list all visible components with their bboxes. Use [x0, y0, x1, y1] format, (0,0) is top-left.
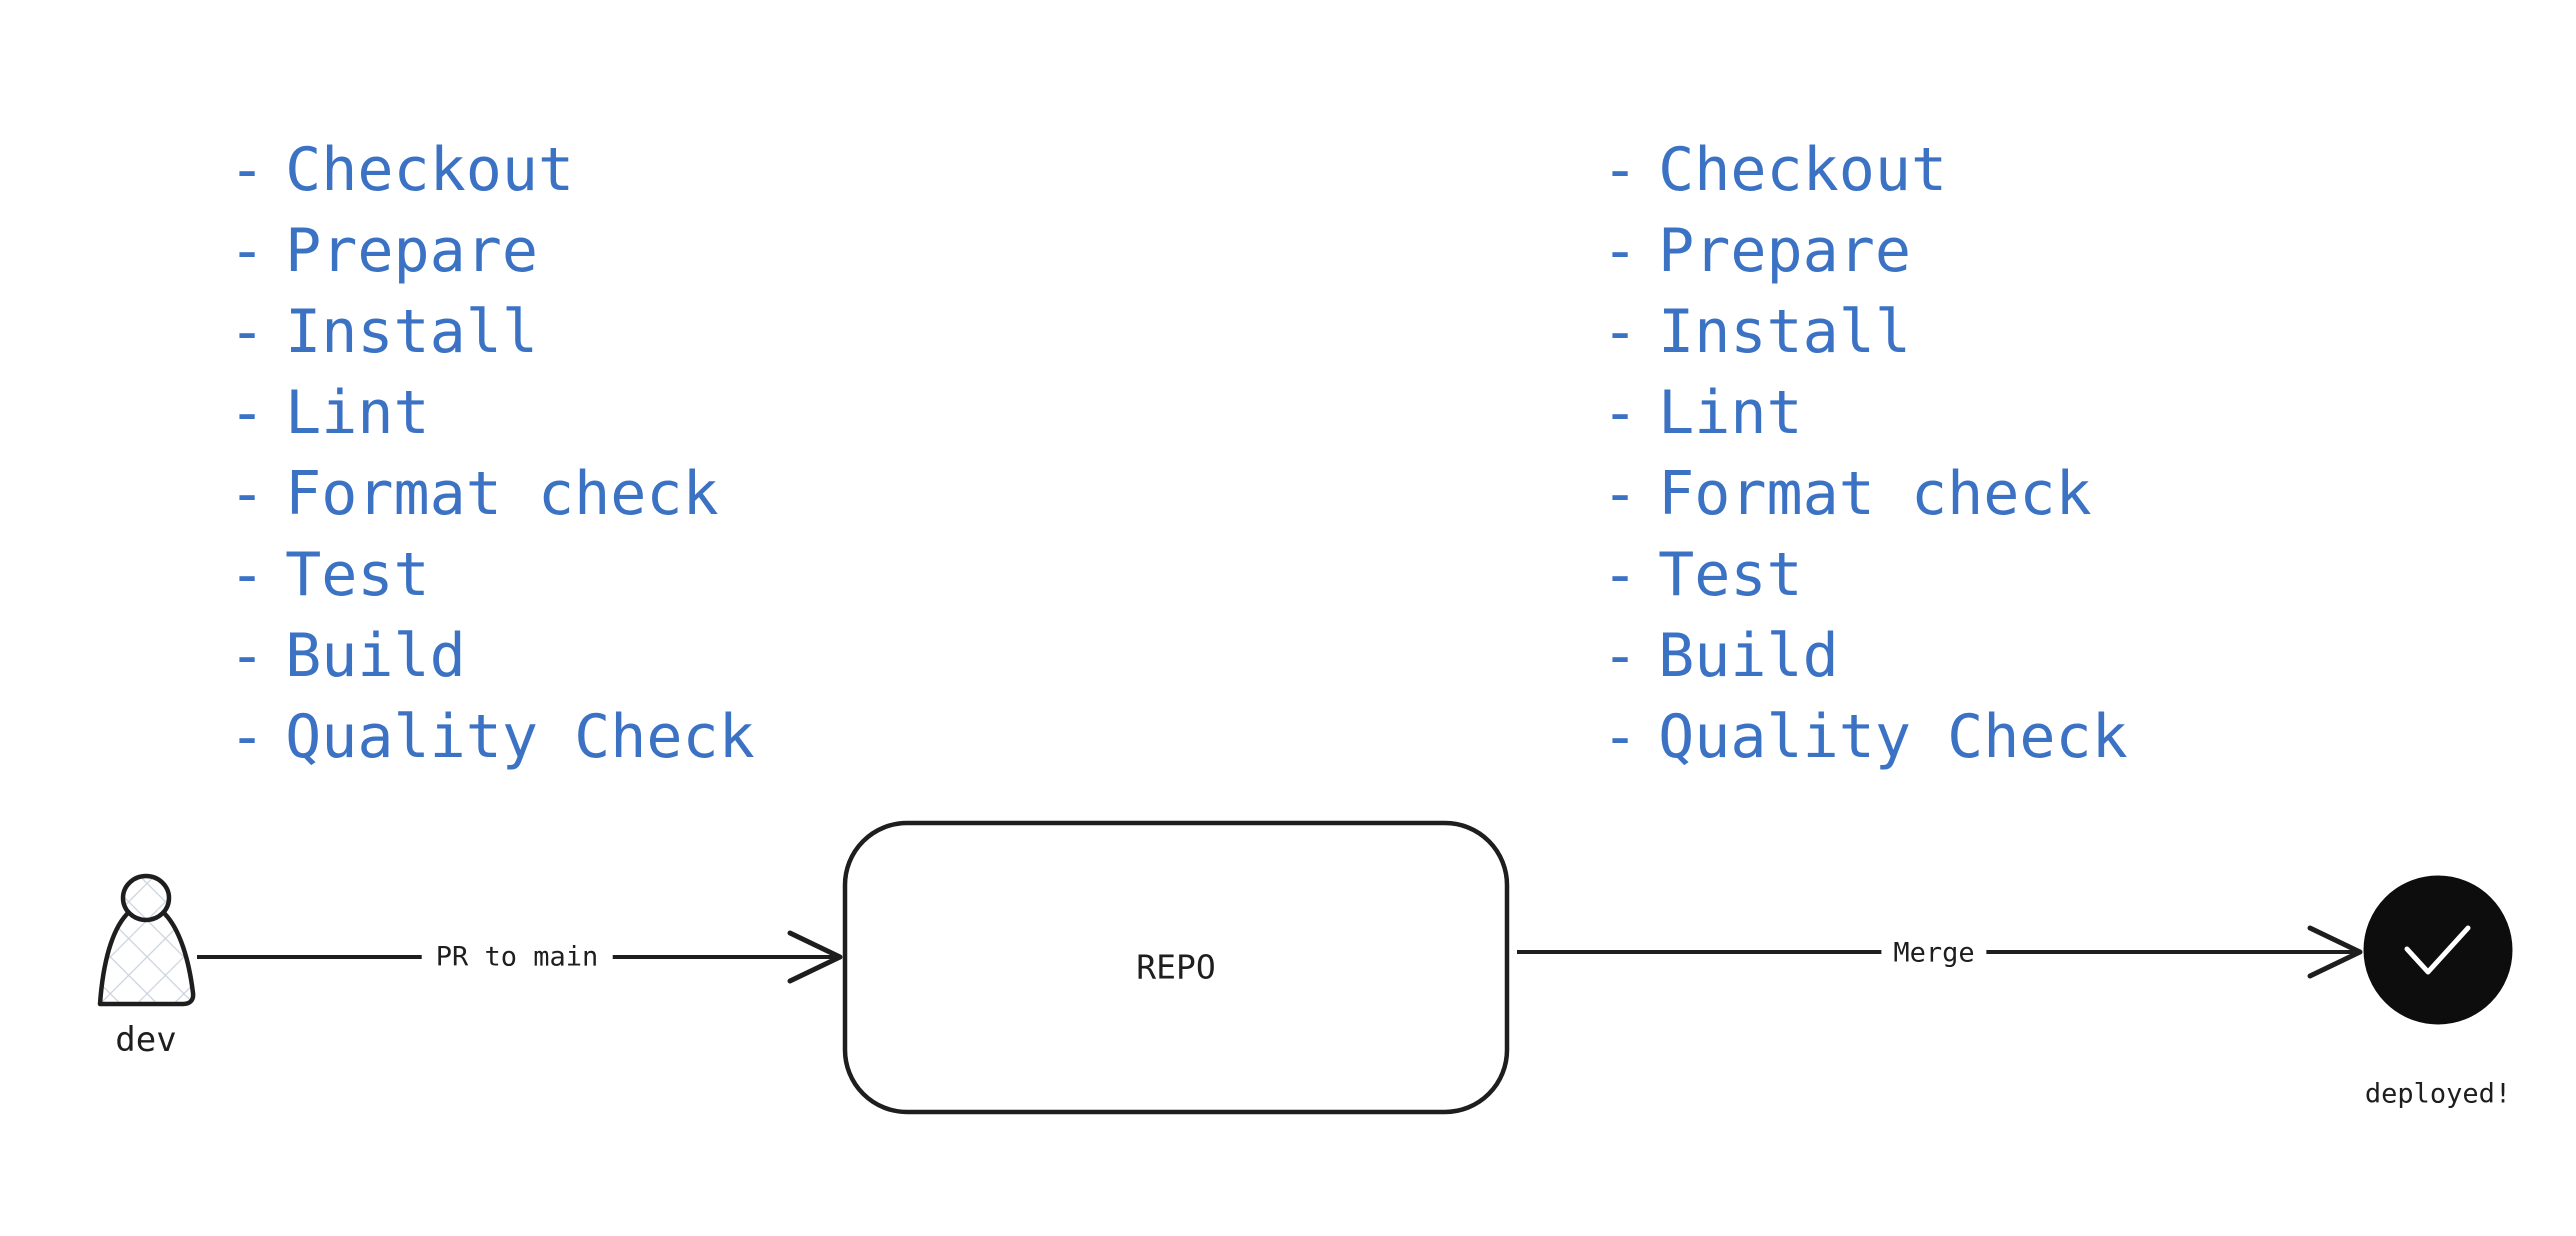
checklist-item-label: Checkout: [1658, 135, 1948, 205]
person-head: [120, 873, 172, 923]
bullet-dash: -: [1602, 297, 1639, 367]
checklist-item: -Install: [1602, 292, 2128, 373]
checklist-item: -Quality Check: [1602, 697, 2128, 778]
deployed-label: deployed!: [2364, 1078, 2512, 1110]
bullet-dash: -: [229, 702, 266, 772]
bullet-dash: -: [1602, 459, 1639, 529]
arrow-pr-to-main-label: PR to main: [421, 941, 613, 973]
bullet-dash: -: [229, 378, 266, 448]
bullet-dash: -: [1602, 216, 1639, 286]
checklist-item: -Build: [229, 616, 755, 697]
person-body: [97, 902, 196, 1007]
checklist-item: -Prepare: [1602, 211, 2128, 292]
checklist-item-label: Lint: [1658, 378, 1803, 448]
bullet-dash: -: [229, 216, 266, 286]
repo-box: [842, 820, 1510, 1115]
checklist-item-label: Lint: [285, 378, 430, 448]
bullet-dash: -: [229, 297, 266, 367]
bullet-dash: -: [1602, 135, 1639, 205]
checklist-item: -Lint: [1602, 373, 2128, 454]
check-circle-icon: [2363, 875, 2513, 1025]
checklist-item-label: Install: [285, 297, 538, 367]
checklist-item-label: Prepare: [285, 216, 538, 286]
checklist-item-label: Checkout: [285, 135, 575, 205]
person-icon: [97, 873, 196, 1007]
arrow-merge-label: Merge: [1881, 937, 1987, 969]
checklist-item-label: Build: [1658, 621, 1839, 691]
check-icon: [2404, 925, 2471, 975]
checklist-item: -Checkout: [1602, 130, 2128, 211]
checklist-item-label: Prepare: [1658, 216, 1911, 286]
checklist-left: -Checkout -Prepare -Install -Lint -Forma…: [229, 130, 755, 778]
checklist-item-label: Test: [285, 540, 430, 610]
arrow-head-icon: [787, 930, 843, 984]
bullet-dash: -: [1602, 621, 1639, 691]
checklist-item: -Quality Check: [229, 697, 755, 778]
checklist-item: -Test: [1602, 535, 2128, 616]
checklist-item-label: Install: [1658, 297, 1911, 367]
checklist-item-label: Format check: [1658, 459, 2092, 529]
checklist-item-label: Quality Check: [285, 702, 755, 772]
checklist-item: -Lint: [229, 373, 755, 454]
repo-label: REPO: [1136, 947, 1216, 987]
checklist-item: -Test: [229, 535, 755, 616]
checklist-right: -Checkout -Prepare -Install -Lint -Forma…: [1602, 130, 2128, 778]
bullet-dash: -: [229, 459, 266, 529]
bullet-dash: -: [1602, 702, 1639, 772]
arrow-head-icon: [2307, 925, 2363, 979]
bullet-dash: -: [229, 135, 266, 205]
bullet-dash: -: [1602, 540, 1639, 610]
deployed-circle: [2363, 875, 2513, 1025]
bullet-dash: -: [229, 621, 266, 691]
checklist-item: -Checkout: [229, 130, 755, 211]
checklist-item-label: Test: [1658, 540, 1803, 610]
checklist-item: -Prepare: [229, 211, 755, 292]
checklist-item-label: Build: [285, 621, 466, 691]
checklist-item: -Install: [229, 292, 755, 373]
bullet-dash: -: [1602, 378, 1639, 448]
checklist-item: -Format check: [1602, 454, 2128, 535]
checklist-item-label: Quality Check: [1658, 702, 2128, 772]
actor-label: dev: [115, 1020, 177, 1060]
checklist-item-label: Format check: [285, 459, 719, 529]
checklist-item: -Build: [1602, 616, 2128, 697]
bullet-dash: -: [229, 540, 266, 610]
checklist-item: -Format check: [229, 454, 755, 535]
